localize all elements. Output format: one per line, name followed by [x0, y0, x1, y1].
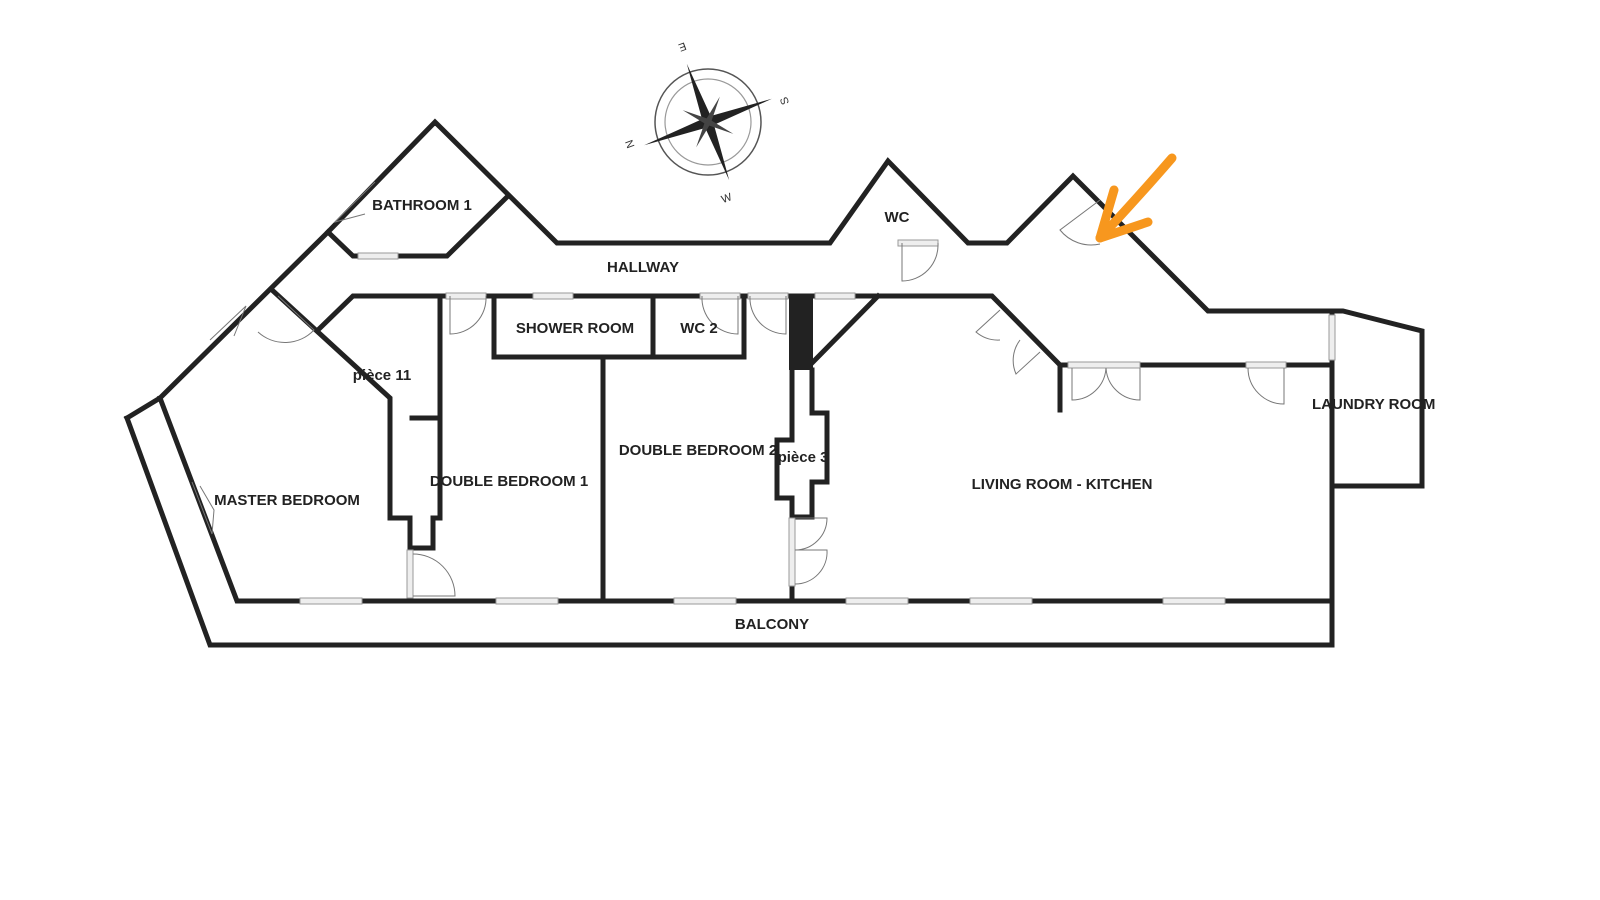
compass-n: N	[622, 139, 636, 151]
compass-rose-icon: E S N W	[622, 39, 792, 206]
compass-e: E	[677, 39, 688, 53]
room-label-hallway: HALLWAY	[607, 259, 679, 276]
compass-w: W	[720, 191, 734, 206]
room-label-bathroom-1: BATHROOM 1	[372, 197, 472, 214]
walls	[123, 118, 1425, 648]
orange-arrow-annotation	[1095, 153, 1177, 243]
room-label-laundry-room: LAUNDRY ROOM	[1312, 396, 1435, 413]
room-label-double-bedroom-2: DOUBLE BEDROOM 2	[619, 442, 777, 459]
room-label-shower-room: SHOWER ROOM	[516, 320, 634, 337]
room-label-wc: WC	[885, 209, 910, 226]
room-label-living-room-kitchen: LIVING ROOM - KITCHEN	[972, 476, 1153, 493]
room-label-balcony: BALCONY	[735, 616, 809, 633]
room-label-master-bedroom: MASTER BEDROOM	[214, 492, 360, 509]
room-label-wc-2: WC 2	[680, 320, 718, 337]
doors-windows	[191, 181, 1336, 605]
room-label-double-bedroom-1: DOUBLE BEDROOM 1	[430, 473, 588, 490]
room-label-piece-3: pièce 3	[778, 449, 829, 466]
compass-s: S	[778, 95, 792, 106]
room-label-piece-11: pièce 11	[353, 367, 411, 384]
